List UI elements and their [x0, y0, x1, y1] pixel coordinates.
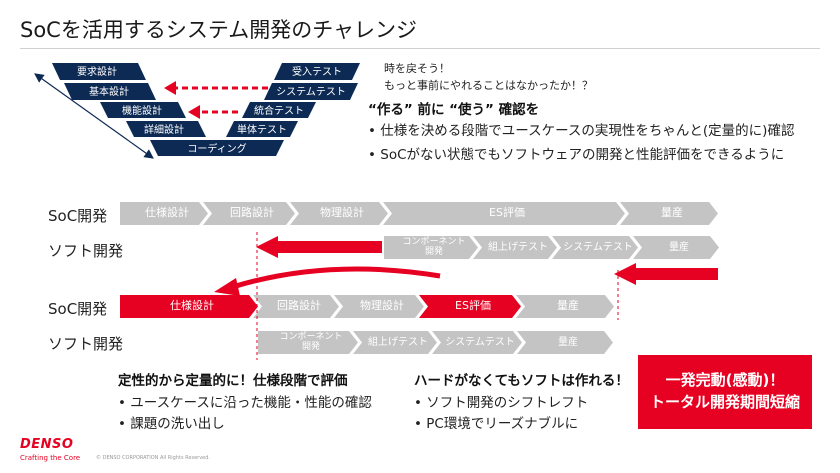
- v-step-coding: [150, 140, 284, 156]
- row-label-soc-before: SoC開発: [48, 207, 108, 225]
- schedule-shorten-arrow-body: [634, 268, 718, 280]
- row3-step-mass-production: 量産: [516, 295, 614, 318]
- row4-step-mass-production: 量産: [517, 331, 613, 354]
- shift-left-arrow-soft-head: [256, 236, 278, 258]
- bottom-left-bullet-1: • ユースケースに沿った機能・性能の確認: [118, 395, 372, 411]
- row-label-soc-after: SoC開発: [48, 300, 108, 318]
- row1-step-mass-production: 量産: [620, 202, 718, 225]
- row3-step-spec-design: 仕様設計: [120, 295, 258, 318]
- callout-line-1: 一発完動(感動)！: [665, 371, 785, 390]
- row4-step-system-test: システムテスト: [432, 331, 522, 354]
- curved-shift-arrow-head: [214, 278, 240, 296]
- v-diagonal-arrow: [34, 73, 154, 159]
- v-label-coding: コーディング: [187, 142, 246, 155]
- bottom-mid-bullet-1: • ソフト開発のシフトレフト: [414, 395, 589, 411]
- bottom-mid-heading: ハードがなくてもソフトは作れる！: [414, 373, 629, 389]
- v-label-basic-design: 基本設計: [89, 85, 129, 98]
- schedule-shorten-arrow-head: [614, 263, 636, 285]
- row-label-soft-before: ソフト開発: [48, 242, 124, 260]
- row1-step-es-evaluation: ES評価: [383, 202, 625, 225]
- notes-bullet-1: • 仕様を決める段階でユースケースの実現性をちゃんと(定量的に)確認: [368, 123, 795, 139]
- page-title: SoCを活用するシステム開発のチャレンジ: [20, 18, 417, 42]
- row-label-soft-after: ソフト開発: [48, 335, 124, 353]
- v-label-unit-test: 単体テスト: [237, 123, 287, 136]
- v-step-system-test: [264, 83, 358, 100]
- row2-step-system-test: システムテスト: [552, 236, 638, 259]
- v-label-function-design: 機能設計: [122, 104, 162, 117]
- bottom-mid-bullet-2: • PC環境でリーズナブルに: [414, 416, 579, 432]
- title-divider: [20, 48, 820, 49]
- v-label-acceptance-test: 受入テスト: [292, 66, 342, 78]
- curved-shift-arrow-body: [235, 266, 441, 289]
- copyright-text: © DENSO CORPORATION All Rights Reserved.: [96, 455, 210, 461]
- v-label-detail-design: 詳細設計: [144, 123, 184, 136]
- notes-bullet-2: • SoCがない状態でもソフトウェアの開発と性能評価をできるように: [368, 147, 785, 163]
- dashed-arrow-lower-head: [188, 105, 200, 119]
- v-step-acceptance-test: [274, 63, 360, 80]
- v-step-unit-test: [226, 121, 298, 137]
- row4-step-assembly-test: 組上げテスト: [353, 331, 437, 354]
- row3-step-circuit-design: 回路設計: [253, 295, 339, 318]
- callout-box: 一発完動(感動)！ トータル開発期間短縮: [638, 355, 812, 429]
- row3-step-es-evaluation: ES評価: [419, 295, 521, 318]
- row2-step-assembly-test: 組上げテスト: [473, 236, 557, 259]
- logo-tagline: Crafting the Core: [20, 454, 81, 462]
- row2-step-mass-production: 量産: [633, 236, 719, 259]
- row2-step-component-dev: コンポーネント 開発: [384, 236, 478, 259]
- row3-step-physical-design: 物理設計: [334, 295, 424, 318]
- shift-left-arrow-soft-body: [276, 241, 382, 253]
- bottom-left-bullet-2: • 課題の洗い出し: [118, 416, 225, 432]
- v-label-system-test: システムテスト: [276, 86, 346, 98]
- v-model-diagram: 要求設計 基本設計 機能設計 詳細設計 受入テスト システムテスト 統合テスト …: [34, 63, 360, 159]
- dashed-arrow-upper-head: [164, 81, 176, 95]
- v-label-integration-test: 統合テスト: [254, 104, 304, 117]
- v-step-integration-test: [242, 102, 316, 118]
- row1-step-physical-design: 物理設計: [290, 202, 388, 225]
- callout-line-2: トータル開発期間短縮: [649, 393, 800, 411]
- row4-step-component-dev: コンポーネント 開発: [258, 331, 358, 354]
- bottom-left-heading: 定性的から定量的に！仕様段階で評価: [118, 373, 348, 389]
- row1-step-spec-design: 仕様設計: [120, 202, 208, 225]
- v-label-requirements: 要求設計: [77, 65, 117, 78]
- note-line-2: もっと事前にやれることはなかったか！？: [384, 79, 593, 92]
- note-line-1: 時を戻そう！: [384, 62, 450, 75]
- row1-step-circuit-design: 回路設計: [203, 202, 295, 225]
- denso-logo: DENSO: [20, 437, 74, 452]
- notes-heading: “作る” 前に “使う” 確認を: [368, 102, 540, 118]
